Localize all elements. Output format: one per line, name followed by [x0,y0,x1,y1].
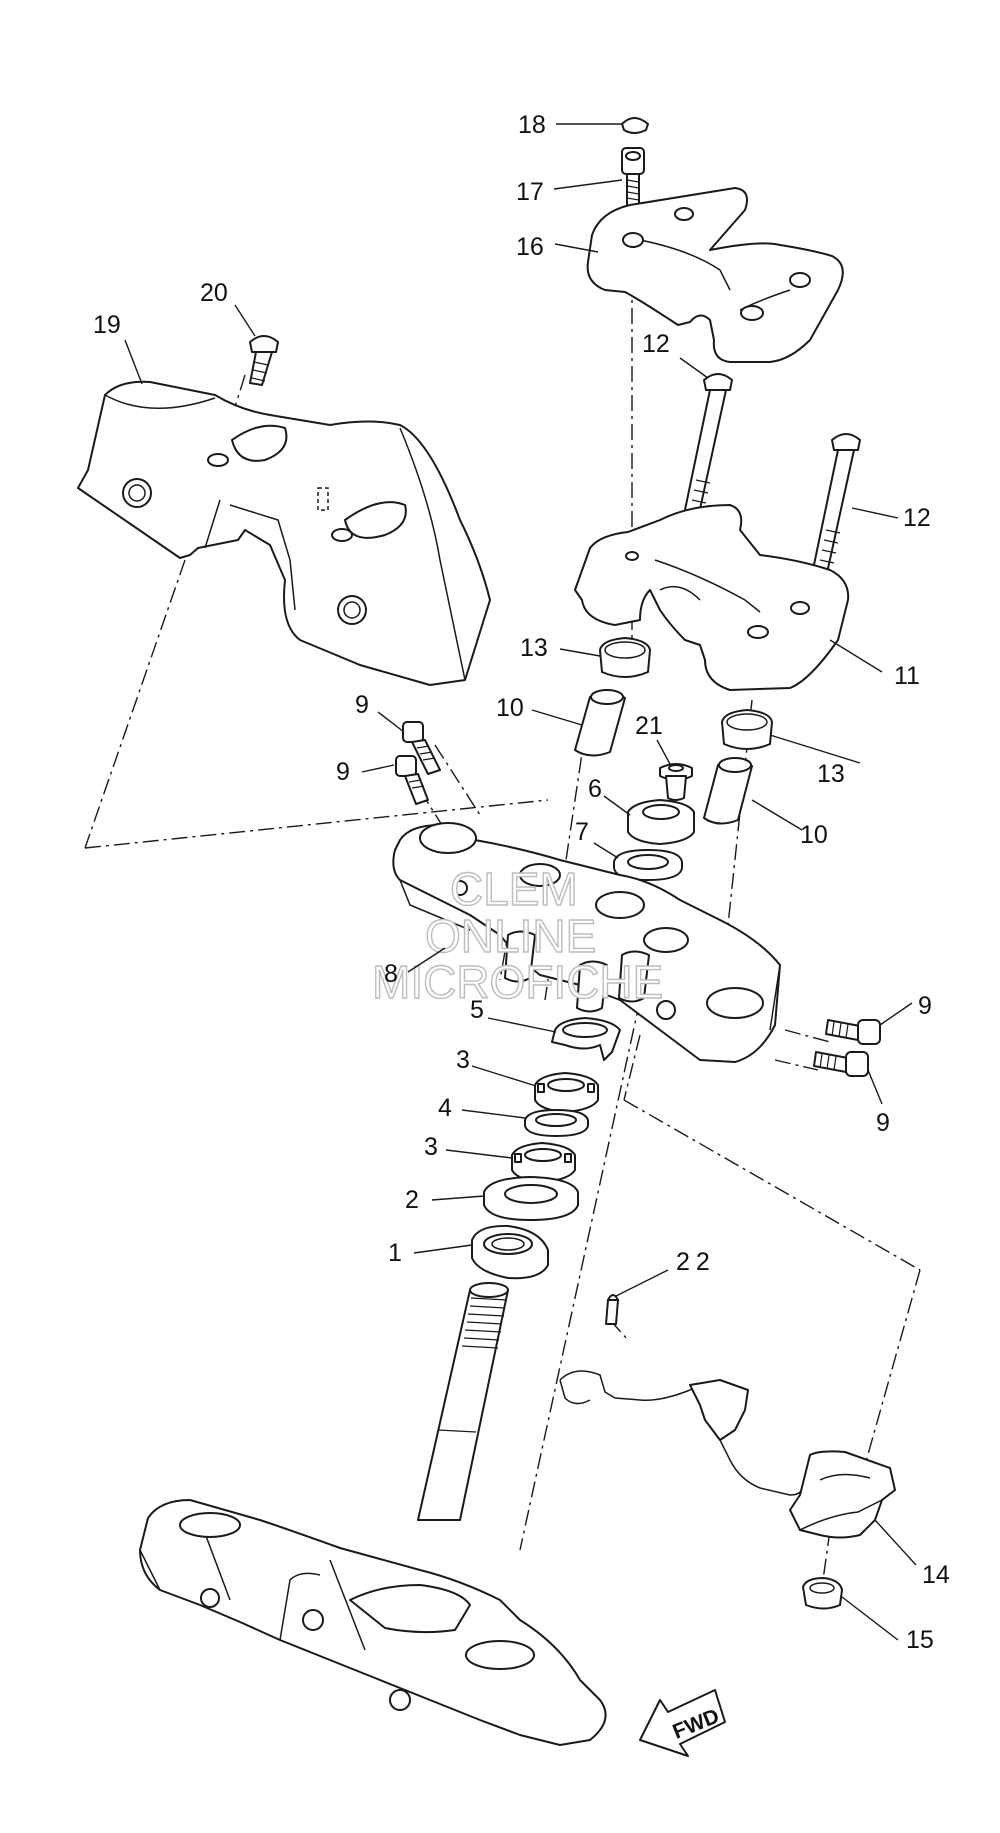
part-10-damper-left [574,689,626,757]
callout-22: 22 [676,1248,716,1276]
callout-8: 8 [384,960,398,988]
callout-9: 9 [336,758,350,786]
part-22-pin [605,1294,619,1325]
callout-16: 16 [516,233,544,261]
callout-17: 17 [516,178,544,206]
callout-7: 7 [575,818,589,846]
callout-11: 11 [894,662,920,690]
callout-2: 2 [405,1186,419,1214]
callout-labels: 1 2 3 3 4 5 6 7 8 9 9 9 9 10 10 11 12 12… [93,111,950,1654]
watermark: CLEM ONLINE MICROFICHE [371,862,664,1008]
part-11-handlebar-holder [574,504,850,691]
part-9-bolt-upper-2 [395,755,429,805]
callout-15: 15 [906,1626,934,1654]
callout-1: 1 [388,1239,402,1267]
part-9-bolt-upper-1 [402,721,441,775]
leader-lines [124,123,917,1641]
part-16-upper-handlebar-clamp [586,187,844,363]
callout-19: 19 [93,311,121,339]
part-20-screw [249,335,279,386]
part-21-collar [659,763,693,801]
under-bracket-steering-stem [139,1282,607,1746]
part-13-nut-right [721,709,773,750]
watermark-line-1: CLEM [450,863,578,915]
callout-6: 6 [588,775,602,803]
callout-10: 10 [496,694,524,722]
callout-9: 9 [876,1109,890,1137]
callout-9: 9 [918,992,932,1020]
part-7-washer [613,849,683,881]
part-17-bolt [621,147,645,209]
part-5-lock-washer [551,1017,621,1061]
part-19-handlebar-cover [77,380,491,686]
part-3-ring-nut-lower [511,1142,576,1183]
part-18-cap [621,117,649,134]
part-1-bearing [471,1224,549,1280]
watermark-line-2: ONLINE [425,910,596,962]
callout-3: 3 [424,1133,438,1161]
callout-5: 5 [470,996,484,1024]
callout-10: 10 [800,821,828,849]
callout-18: 18 [518,111,546,139]
callout-12: 12 [642,330,670,358]
part-9-bolt-right-2 [813,1051,869,1077]
callout-3: 3 [456,1046,470,1074]
part-3-ring-nut-upper [534,1072,599,1113]
callout-13: 13 [817,760,845,788]
callout-4: 4 [438,1094,452,1122]
callout-9: 9 [355,691,369,719]
part-4-washer [524,1109,589,1137]
callout-14: 14 [922,1561,950,1589]
part-9-bolt-right-1 [825,1019,881,1045]
part-13-nut-left [599,637,651,678]
part-15-nut [802,1577,843,1610]
callout-20: 20 [200,279,228,307]
callout-13: 13 [520,634,548,662]
part-8-upper-bracket [392,822,781,1063]
part-10-damper-right [703,757,753,825]
callout-21: 21 [635,712,663,740]
callout-12: 12 [903,504,931,532]
part-14-cable-guide [559,1370,896,1539]
watermark-line-3: MICROFICHE [372,956,663,1008]
part-6-steering-nut [627,799,695,845]
forward-direction-arrow: FWD [639,1689,726,1757]
part-2-dust-seal [483,1176,579,1221]
